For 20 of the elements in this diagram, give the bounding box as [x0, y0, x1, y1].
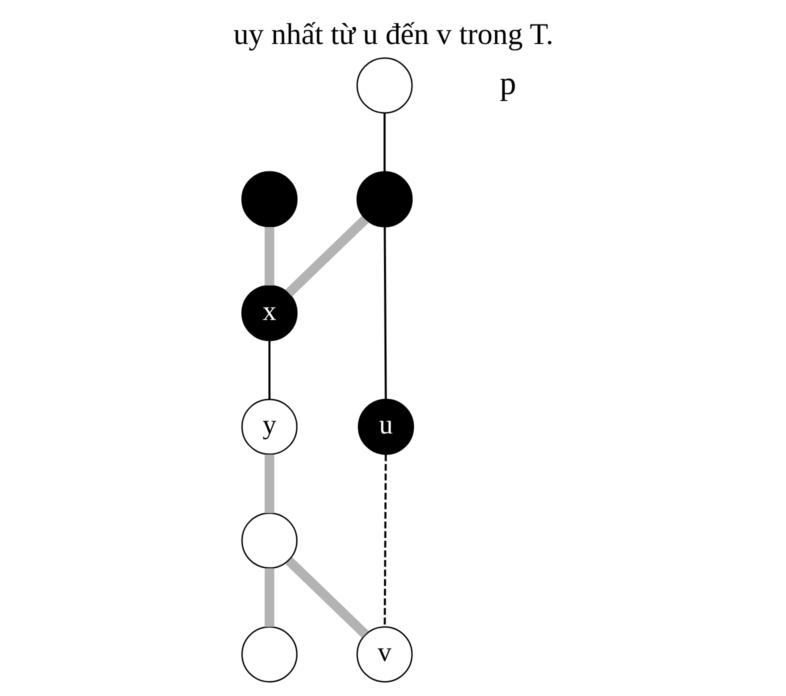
connector: [268, 340, 270, 400]
connector: [264, 454, 274, 514]
node-circle: [356, 57, 412, 114]
connector: [285, 557, 368, 638]
connector: [284, 216, 368, 297]
node-circle: [240, 512, 298, 569]
connector: [383, 226, 386, 400]
connector: [383, 113, 386, 172]
diagram-title: uy nhất từ u đến v trong T.: [233, 16, 553, 51]
node-circle: y: [240, 398, 298, 455]
node-circle: u: [357, 398, 414, 455]
connector: [264, 568, 274, 627]
node-circle: [240, 171, 298, 228]
node-circle: v: [356, 626, 412, 682]
node-circle: [356, 171, 412, 228]
label: p: [499, 66, 516, 102]
connector: [383, 454, 386, 627]
node-circle: x: [240, 284, 298, 342]
node-circle: [240, 626, 298, 682]
connector: [264, 226, 274, 286]
